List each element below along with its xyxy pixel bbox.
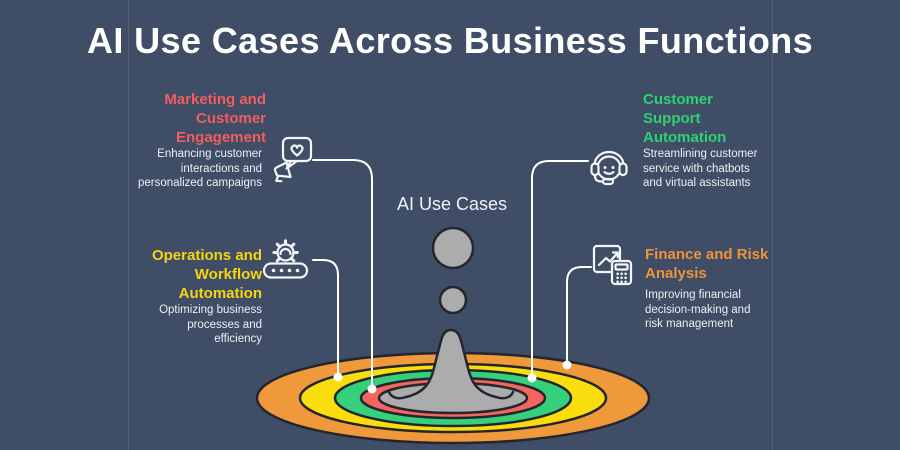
- heading-line: Customer: [643, 91, 714, 108]
- heading-line: Support: [643, 110, 701, 127]
- heading-line: Customer: [195, 110, 266, 127]
- connector-operations: [312, 259, 339, 375]
- finance-description: Improving financial decision-making and …: [645, 288, 805, 332]
- splash-curl-right: [494, 390, 515, 400]
- connector-marketing: [312, 159, 373, 387]
- connector-finance: [566, 266, 592, 363]
- splash-column-outline: [404, 328, 498, 399]
- dot-support-green-ring: [527, 373, 537, 383]
- body-line: personalized campaigns: [137, 177, 262, 190]
- heading-line: Automation: [178, 285, 262, 302]
- body-line: decision-making and: [645, 303, 751, 316]
- body-line: and virtual assistants: [643, 177, 751, 190]
- body-line: Streamlining customer: [643, 148, 758, 160]
- heading-line: Analysis: [645, 265, 707, 282]
- body-line: Improving financial: [645, 289, 741, 301]
- body-line: Enhancing customer: [157, 148, 262, 160]
- operations-heading: Operations and Workflow Automation: [102, 246, 262, 303]
- chart-calculator-icon: [589, 240, 637, 292]
- heading-line: Workflow: [194, 266, 262, 283]
- heading-line: Operations and: [151, 247, 262, 264]
- body-line: service with chatbots: [643, 162, 750, 175]
- support-description: Streamlining customer service with chatb…: [643, 147, 803, 191]
- page-title: AI Use Cases Across Business Functions: [86, 20, 814, 61]
- heading-line: Finance and Risk: [645, 246, 769, 263]
- center-label: AI Use Cases: [396, 194, 508, 214]
- marketing-heading: Marketing and Customer Engagement: [106, 90, 266, 147]
- marketing-description: Enhancing customer interactions and pers…: [92, 147, 262, 191]
- body-line: efficiency: [214, 333, 262, 346]
- heading-line: Marketing and: [164, 91, 266, 108]
- large-drop: [431, 226, 475, 270]
- headset-agent-icon: [585, 142, 633, 190]
- operations-description: Optimizing business processes and effici…: [102, 303, 262, 347]
- body-line: processes and: [187, 318, 262, 331]
- heading-line: Automation: [643, 129, 727, 146]
- dot-operations-yellow-ring: [333, 372, 343, 382]
- support-heading: Customer Support Automation: [643, 90, 803, 147]
- body-line: interactions and: [180, 162, 262, 175]
- splash-curl-left: [387, 390, 408, 400]
- heading-line: Engagement: [175, 129, 266, 146]
- megaphone-heart-icon: [270, 135, 320, 189]
- dot-marketing-red-ring: [367, 384, 377, 394]
- dot-finance-orange-ring: [562, 360, 572, 370]
- finance-heading: Finance and Risk Analysis: [645, 245, 815, 283]
- right-column-divider: [772, 0, 773, 450]
- left-column-divider: [128, 0, 129, 450]
- gear-automation-icon: [262, 238, 310, 282]
- connector-support: [531, 160, 589, 376]
- body-line: risk management: [645, 318, 734, 331]
- small-drop: [438, 285, 468, 315]
- body-line: Optimizing business: [159, 304, 262, 316]
